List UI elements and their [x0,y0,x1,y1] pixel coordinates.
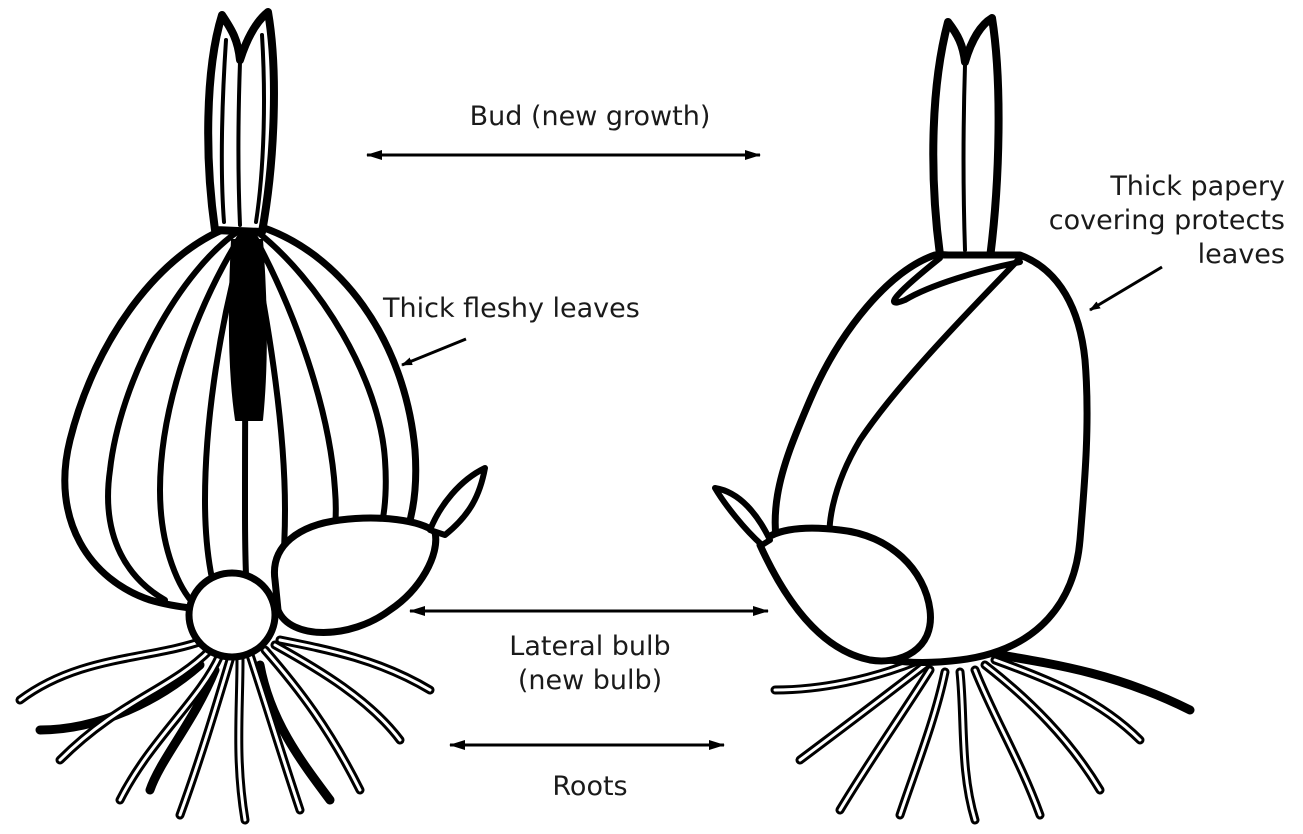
papery-covering-line-1: Thick papery [1000,170,1285,204]
right-bulb-exterior [715,18,1190,820]
right-bulb-roots [775,655,1190,820]
fleshy-leaves-arrow [402,339,466,365]
papery-covering-arrow [1090,267,1162,310]
left-bulb-center [230,240,266,420]
papery-covering-label: Thick papery covering protects leaves [1000,170,1285,272]
left-basal-plate [189,573,275,657]
papery-covering-line-3: leaves [1000,238,1285,272]
papery-covering-line-2: covering protects [1000,204,1285,238]
left-bulb-cross-section [20,12,485,820]
bud-label: Bud (new growth) [440,100,740,134]
lateral-bulb-line-2: (new bulb) [470,664,710,698]
lateral-bulb-label: Lateral bulb (new bulb) [470,630,710,698]
left-bulb-roots [20,640,430,820]
right-lateral-bulb-tip [715,488,770,545]
left-lateral-bulb [274,518,435,632]
roots-label: Roots [520,770,660,804]
left-lateral-bulb-tip [430,468,485,535]
lateral-bulb-line-1: Lateral bulb [470,630,710,664]
fleshy-leaves-label: Thick fleshy leaves [383,292,640,326]
